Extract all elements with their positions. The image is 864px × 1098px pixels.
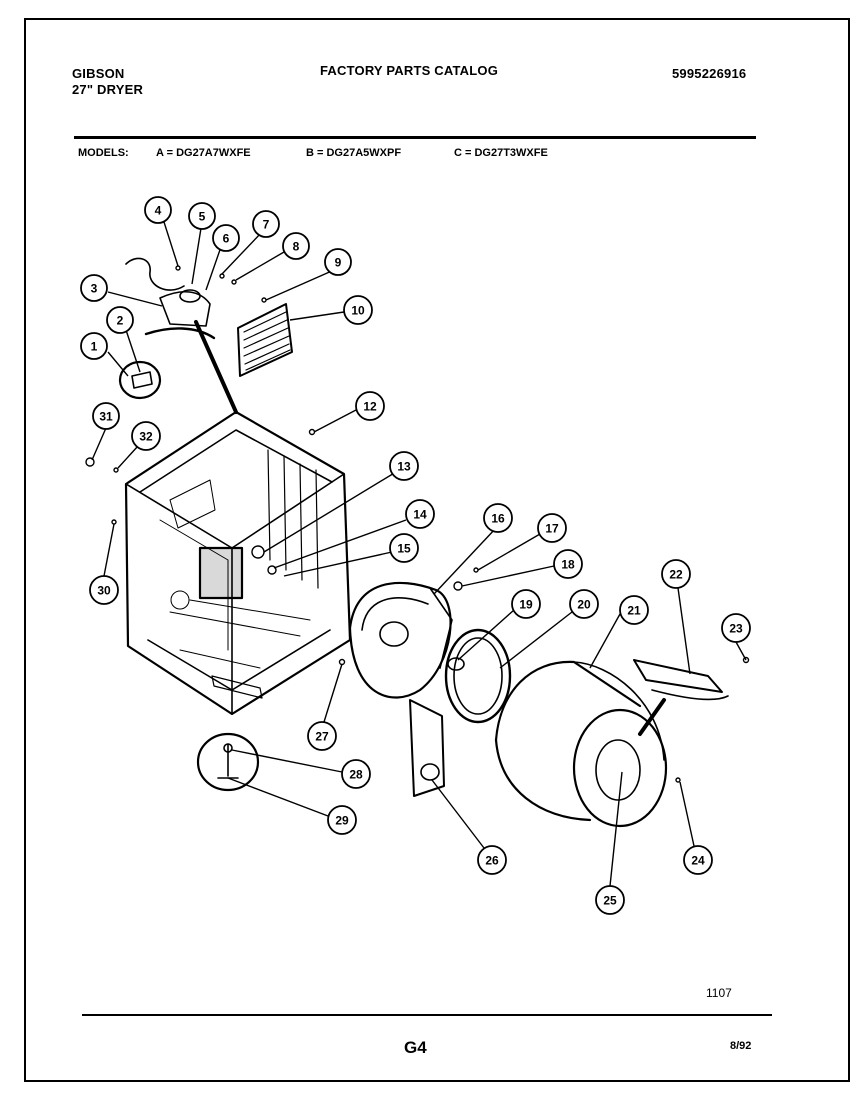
callout-4: 4	[144, 196, 172, 224]
lint-duct-part	[409, 699, 445, 797]
footer-rule	[82, 1014, 772, 1016]
header-rule	[74, 136, 756, 139]
callout-10-label: 10	[351, 304, 365, 318]
page-number: G4	[404, 1038, 427, 1057]
drawing-number: 1107	[706, 986, 732, 1000]
callout-31: 31	[92, 402, 120, 430]
callout-28-label: 28	[349, 768, 363, 782]
power-cord-part	[125, 257, 216, 340]
callout-16: 16	[483, 503, 513, 533]
callout-10: 10	[343, 295, 373, 325]
terminal-block-part	[118, 360, 162, 400]
callout-4-label: 4	[155, 204, 162, 218]
model-a: A = DG27A7WXFE	[156, 147, 251, 159]
callout-24: 24	[683, 845, 713, 875]
callout-22-label: 22	[669, 568, 683, 582]
bearing-part	[447, 657, 465, 671]
callout-18: 18	[553, 549, 583, 579]
callout-7-label: 7	[263, 218, 270, 232]
callout-13: 13	[389, 451, 419, 481]
callout-23-label: 23	[729, 622, 743, 636]
callout-6-label: 6	[223, 232, 230, 246]
callout-22: 22	[661, 559, 691, 589]
callout-6: 6	[212, 224, 240, 252]
callout-20: 20	[569, 589, 599, 619]
callout-17: 17	[537, 513, 567, 543]
brand-name: GIBSON	[72, 66, 125, 81]
callout-27-label: 27	[315, 730, 329, 744]
callout-8: 8	[282, 232, 310, 260]
drum-part	[494, 660, 668, 828]
models-label: MODELS:	[78, 147, 129, 159]
callout-9: 9	[324, 248, 352, 276]
callout-23: 23	[721, 613, 751, 643]
callout-30: 30	[89, 575, 119, 605]
callout-17-label: 17	[545, 522, 559, 536]
callout-18-label: 18	[561, 558, 575, 572]
callout-26-label: 26	[485, 854, 499, 868]
drum-baffle-part	[633, 659, 729, 701]
models-line: MODELS: A = DG27A7WXFE B = DG27A5WXPF C = D…	[78, 147, 548, 159]
felt-seal-part	[444, 628, 512, 724]
callout-25-label: 25	[603, 894, 617, 908]
callout-30-label: 30	[97, 584, 111, 598]
drive-belt	[638, 698, 666, 736]
callout-12: 12	[355, 391, 385, 421]
callout-20-label: 20	[577, 598, 591, 612]
model-b: B = DG27A5WXPF	[306, 147, 402, 159]
callout-27: 27	[307, 721, 337, 751]
callout-32: 32	[131, 421, 161, 451]
callout-28: 28	[341, 759, 371, 789]
callout-14: 14	[405, 499, 435, 529]
callout-19-label: 19	[519, 598, 533, 612]
callout-29-label: 29	[335, 814, 349, 828]
callout-3-label: 3	[91, 282, 98, 296]
callout-1: 1	[80, 332, 108, 360]
wire-harness	[194, 320, 238, 414]
model-c: C = DG27T3WXFE	[454, 147, 548, 159]
callout-21-label: 21	[627, 604, 641, 618]
callout-29: 29	[327, 805, 357, 835]
callout-2-label: 2	[117, 314, 124, 328]
callout-24-label: 24	[691, 854, 705, 868]
callout-31-label: 31	[99, 410, 113, 424]
front-panel-part	[348, 581, 453, 699]
vent-grille-part	[237, 303, 293, 377]
cabinet-part	[124, 410, 352, 716]
callout-9-label: 9	[335, 256, 342, 270]
callout-3: 3	[80, 274, 108, 302]
callout-1-label: 1	[91, 340, 98, 354]
callout-15-label: 15	[397, 542, 411, 556]
callout-32-label: 32	[139, 430, 153, 444]
callout-5-label: 5	[199, 210, 206, 224]
page-border	[24, 18, 850, 1082]
callout-14-label: 14	[413, 508, 427, 522]
callout-16-label: 16	[491, 512, 505, 526]
callout-26: 26	[477, 845, 507, 875]
callout-19: 19	[511, 589, 541, 619]
callout-12-label: 12	[363, 400, 377, 414]
callout-5: 5	[188, 202, 216, 230]
callout-8-label: 8	[293, 240, 300, 254]
catalog-title: FACTORY PARTS CATALOG	[320, 63, 499, 78]
leveling-leg-part	[196, 732, 260, 792]
callout-13-label: 13	[397, 460, 411, 474]
revision-date: 8/92	[730, 1040, 752, 1052]
fasteners	[85, 265, 750, 783]
catalog-number: 5995226916	[672, 66, 747, 81]
callout-2: 2	[106, 306, 134, 334]
leader-lines	[91, 221, 747, 887]
callout-15: 15	[389, 533, 419, 563]
product-name: 27" DRYER	[72, 82, 144, 97]
callout-25: 25	[595, 885, 625, 915]
callout-7: 7	[252, 210, 280, 238]
callout-21: 21	[619, 595, 649, 625]
callout-circles: 1 2 3 4 5 6 7 8 9 10 12 13 14 15 16 17 1…	[80, 196, 751, 915]
